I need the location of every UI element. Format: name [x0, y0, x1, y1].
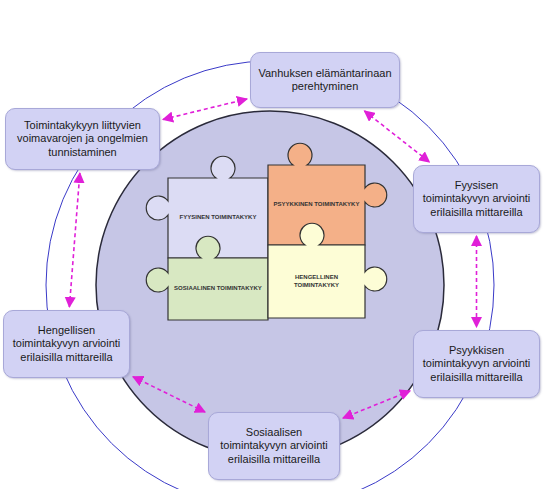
- box-label: Fyysisen toimintakyvyn arviointi erilais…: [420, 179, 533, 219]
- dashed-arrow: [163, 99, 247, 119]
- box-label: Toimintakykyyn liittyvien voimavarojen j…: [12, 119, 153, 159]
- piece-label: HENGELLINEN TOIMINTAKYKY: [272, 274, 361, 290]
- box-label: Psyykkisen toimintakyvyn arviointi erila…: [420, 344, 533, 384]
- puzzle-piece: HENGELLINEN TOIMINTAKYKY: [268, 245, 365, 318]
- process-box: Hengellisen toimintakyvyn arviointi eril…: [3, 310, 130, 378]
- dashed-arrow: [133, 377, 205, 412]
- puzzle-piece: SOSIAALINEN TOIMINTAKYKY: [168, 258, 268, 320]
- process-box: Fyysisen toimintakyvyn arviointi erilais…: [413, 165, 540, 233]
- piece-label: SOSIAALINEN TOIMINTAKYKY: [174, 285, 262, 293]
- piece-shape: [146, 236, 268, 320]
- piece-shape: [268, 223, 387, 318]
- piece-label: PSYYKKINEN TOIMINTAKYKY: [274, 201, 360, 209]
- piece-label: FYYSINEN TOIMINTAKYKY: [180, 214, 257, 222]
- process-box: Toimintakykyyn liittyvien voimavarojen j…: [5, 108, 160, 170]
- dashed-arrow: [343, 391, 410, 418]
- box-label: Vanhuksen elämäntarinaan perehtyminen: [257, 67, 393, 94]
- process-box: Sosiaalisen toimintakyvyn arviointi eril…: [208, 412, 340, 480]
- process-box: Psyykkisen toimintakyvyn arviointi erila…: [413, 330, 540, 398]
- box-label: Hengellisen toimintakyvyn arviointi eril…: [10, 324, 123, 364]
- dashed-arrow: [476, 236, 478, 327]
- dashed-arrow: [364, 111, 429, 162]
- process-box: Vanhuksen elämäntarinaan perehtyminen: [250, 52, 400, 108]
- dashed-arrow: [69, 173, 79, 307]
- box-label: Sosiaalisen toimintakyvyn arviointi eril…: [215, 426, 333, 466]
- piece-shape: [268, 143, 387, 245]
